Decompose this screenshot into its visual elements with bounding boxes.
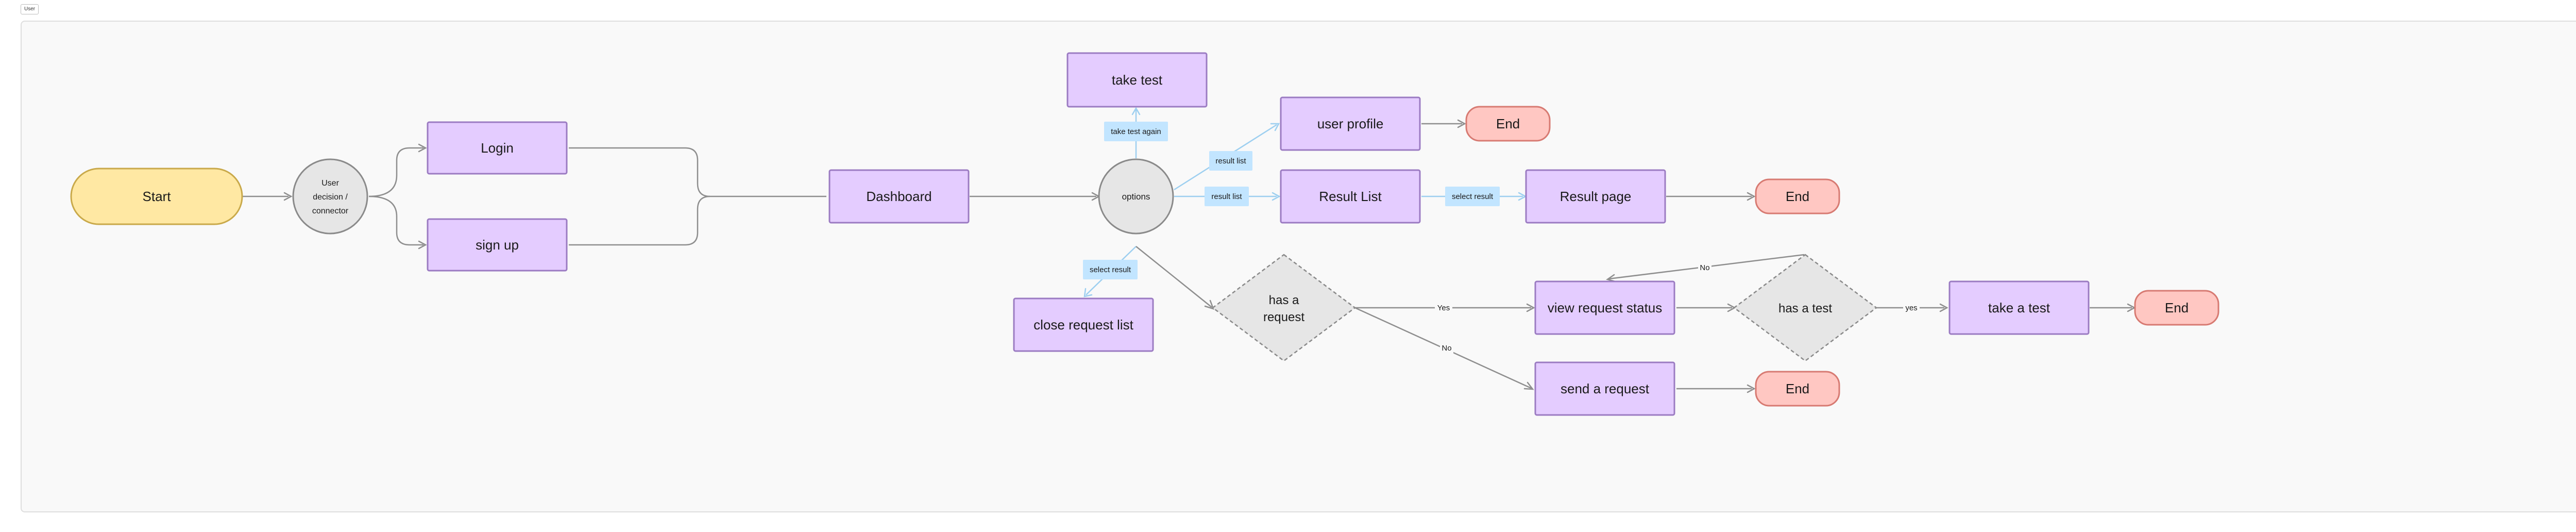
label-text: yes (1905, 304, 1917, 312)
label-text: No (1442, 344, 1451, 353)
label-yes-request[interactable]: Yes (1435, 302, 1452, 313)
arrowhead (1131, 107, 1141, 115)
user-decision-line-2: decision / (313, 193, 348, 202)
end-node-test[interactable]: End (2134, 290, 2219, 326)
user-decision-line-1: User (321, 179, 339, 188)
user-decision-line-3: connector (312, 207, 349, 215)
sign-up-node[interactable]: sign up (427, 218, 568, 272)
login-label: Login (481, 140, 514, 156)
arrowhead (283, 192, 293, 201)
label-result-list-lower[interactable]: result list (1205, 187, 1249, 206)
label-result-list-upper[interactable]: result list (1209, 151, 1252, 171)
send-a-request-label: send a request (1561, 381, 1650, 396)
start-node[interactable]: Start (70, 168, 243, 225)
arrowhead (1747, 384, 1756, 393)
label-select-result-left[interactable]: select result (1083, 260, 1138, 279)
end-label: End (2165, 300, 2189, 315)
arrowhead (1747, 192, 1756, 201)
frame-tag: User (21, 4, 39, 14)
view-request-status-node[interactable]: view request status (1534, 280, 1675, 335)
connector-decision-to-signup[interactable] (368, 195, 423, 246)
label-take-test-again[interactable]: take test again (1104, 122, 1168, 141)
has-a-request-decision[interactable]: has a request (1211, 254, 1357, 362)
label-text: No (1700, 263, 1709, 272)
user-profile-node[interactable]: user profile (1280, 96, 1421, 151)
has-a-test-decision[interactable]: has a test (1733, 254, 1878, 362)
options-label: options (1122, 192, 1150, 202)
end-label: End (1786, 381, 1809, 396)
edge-labels: take test again result list result list … (1083, 122, 1920, 354)
end-node-profile[interactable]: End (1465, 106, 1551, 142)
label-text: result list (1215, 157, 1246, 165)
result-page-node[interactable]: Result page (1525, 169, 1666, 224)
has-a-request-line-2: request (1263, 310, 1304, 324)
dashboard-label: Dashboard (866, 189, 931, 204)
has-a-request-line-1: has a (1269, 293, 1299, 307)
end-label: End (1496, 116, 1520, 131)
close-request-list-label: close request list (1033, 317, 1133, 332)
arrowhead (1083, 288, 1093, 297)
result-list-node[interactable]: Result List (1280, 169, 1421, 224)
login-node[interactable]: Login (427, 121, 568, 175)
has-a-test-label: has a test (1778, 302, 1832, 315)
user-profile-label: user profile (1317, 116, 1384, 131)
take-test-label: take test (1112, 72, 1163, 88)
arrowhead (1523, 381, 1534, 390)
connector-decision-to-login[interactable] (368, 147, 423, 197)
end-node-request[interactable]: End (1755, 371, 1840, 407)
label-text: select result (1452, 192, 1494, 201)
dashboard-node[interactable]: Dashboard (828, 169, 970, 224)
arrowhead (1457, 119, 1466, 128)
label-text: take test again (1111, 127, 1161, 136)
sign-up-label: sign up (476, 237, 519, 253)
send-a-request-node[interactable]: send a request (1534, 361, 1675, 416)
label-text: Yes (1437, 304, 1450, 312)
take-test-node[interactable]: take test (1066, 52, 1208, 108)
view-request-status-label: view request status (1548, 300, 1663, 315)
label-text: select result (1090, 265, 1131, 274)
take-a-test-node[interactable]: take a test (1948, 280, 2090, 335)
result-page-label: Result page (1560, 189, 1632, 204)
arrowhead (1526, 303, 1535, 312)
label-no-request[interactable]: No (1440, 342, 1453, 354)
close-request-list-node[interactable]: close request list (1013, 297, 1154, 352)
user-decision-node[interactable]: User decision / connector (292, 158, 368, 235)
arrowhead (418, 143, 427, 153)
connector-signup-to-dashboard (569, 195, 710, 246)
nodes: Start User decision / connector Login si… (70, 52, 2219, 416)
start-label: Start (143, 189, 172, 204)
arrowhead (1272, 192, 1281, 201)
end-label: End (1786, 189, 1809, 204)
label-no-test[interactable]: No (1698, 262, 1711, 273)
result-list-label: Result List (1319, 189, 1382, 204)
connector-login-to-dashboard[interactable] (569, 147, 826, 197)
label-yes-test[interactable]: yes (1903, 302, 1920, 313)
arrowhead (1270, 123, 1280, 131)
connector-options-to-has-a-request[interactable] (1136, 246, 1212, 308)
end-node-result[interactable]: End (1755, 178, 1840, 214)
arrowhead (418, 240, 427, 250)
label-select-result-right[interactable]: select result (1445, 187, 1500, 206)
arrowhead (1939, 303, 1948, 312)
options-node[interactable]: options (1098, 158, 1174, 235)
take-a-test-label: take a test (1988, 300, 2050, 315)
arrowhead (1204, 300, 1215, 310)
label-text: result list (1211, 192, 1242, 201)
